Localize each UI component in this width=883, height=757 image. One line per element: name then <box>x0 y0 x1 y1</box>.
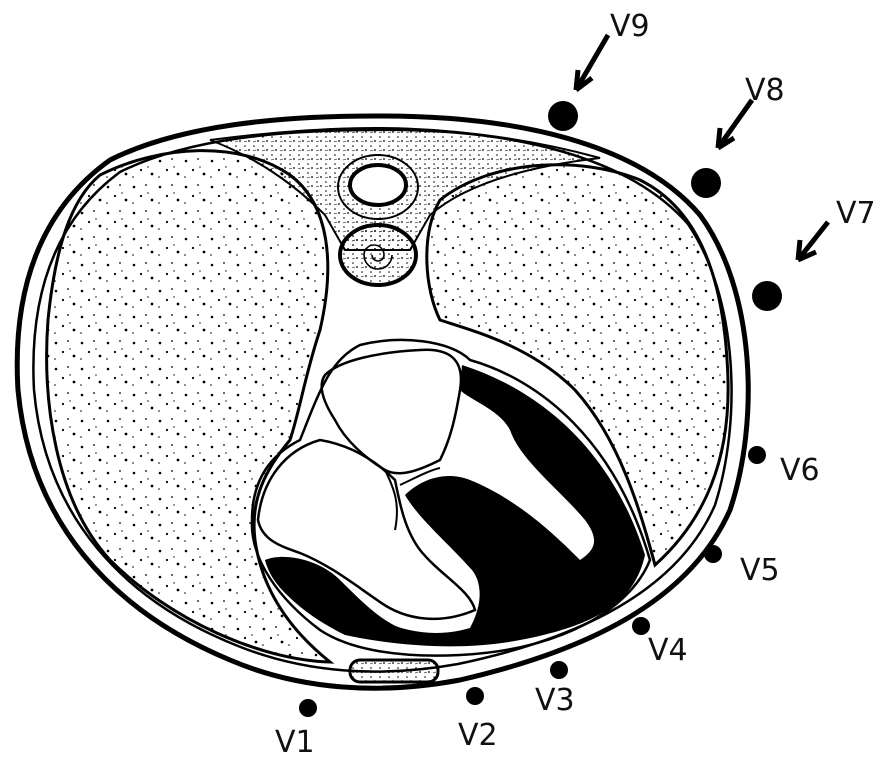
electrode-v5 <box>704 545 722 563</box>
label-v6: V6 <box>780 453 820 488</box>
electrode-v9 <box>548 101 578 131</box>
label-v8: V8 <box>745 73 785 108</box>
label-v4: V4 <box>648 633 688 668</box>
electrode-v6 <box>748 446 766 464</box>
label-v3: V3 <box>535 683 575 718</box>
electrode-v2 <box>466 687 484 705</box>
arrow-v7-icon <box>798 222 828 260</box>
label-v7: V7 <box>836 196 876 231</box>
label-v9: V9 <box>610 9 650 44</box>
electrode-v7 <box>752 281 782 311</box>
left-atrium <box>322 350 461 473</box>
electrode-v1 <box>299 699 317 717</box>
label-v2: V2 <box>458 718 498 753</box>
spinal-canal <box>350 165 406 205</box>
label-v5: V5 <box>740 553 780 588</box>
arrow-v9-icon <box>576 35 608 90</box>
label-v1: V1 <box>275 725 315 757</box>
sternum <box>350 660 438 682</box>
electrode-v3 <box>550 661 568 679</box>
electrode-v8 <box>691 168 721 198</box>
esophagus <box>340 225 416 285</box>
